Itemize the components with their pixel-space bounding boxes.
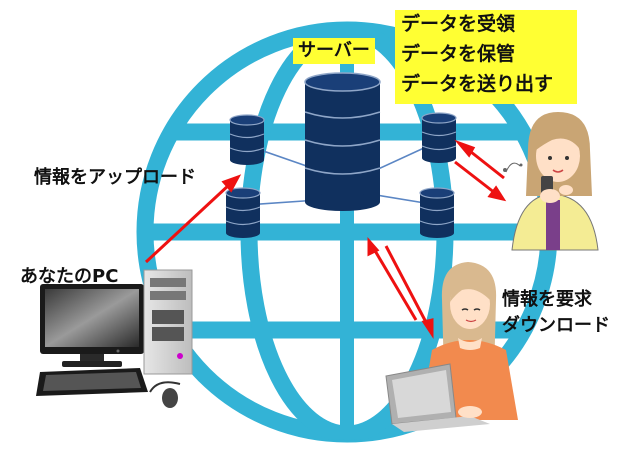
db-lower-right-icon <box>419 187 455 238</box>
server-role-send: データを送り出す <box>401 73 554 95</box>
main-server-icon <box>304 72 381 211</box>
server-roles-box <box>395 10 577 104</box>
db-upper-right-icon <box>421 112 457 163</box>
woman-with-smartphone-icon <box>503 112 599 251</box>
request-label: 情報を要求 <box>502 289 592 310</box>
laptop-request-arrow <box>367 237 418 321</box>
db-upper-left-icon <box>229 114 265 165</box>
server-label: サーバー <box>293 38 375 64</box>
server-role-receive: データを受領 <box>401 13 516 35</box>
download-label: ダウンロード <box>502 315 610 336</box>
phone-request-arrow <box>454 139 505 180</box>
phone-download-arrow <box>454 160 507 202</box>
upload-label: 情報をアップロード <box>34 167 196 188</box>
server-role-store: データを保管 <box>401 43 516 65</box>
desktop-pc-icon <box>36 269 193 408</box>
your-pc-label: あなたのPC <box>20 266 119 287</box>
db-lower-left-icon <box>225 187 261 238</box>
laptop-download-arrow <box>384 245 434 339</box>
woman-with-laptop-icon <box>385 262 518 432</box>
upload-arrow <box>144 174 242 264</box>
